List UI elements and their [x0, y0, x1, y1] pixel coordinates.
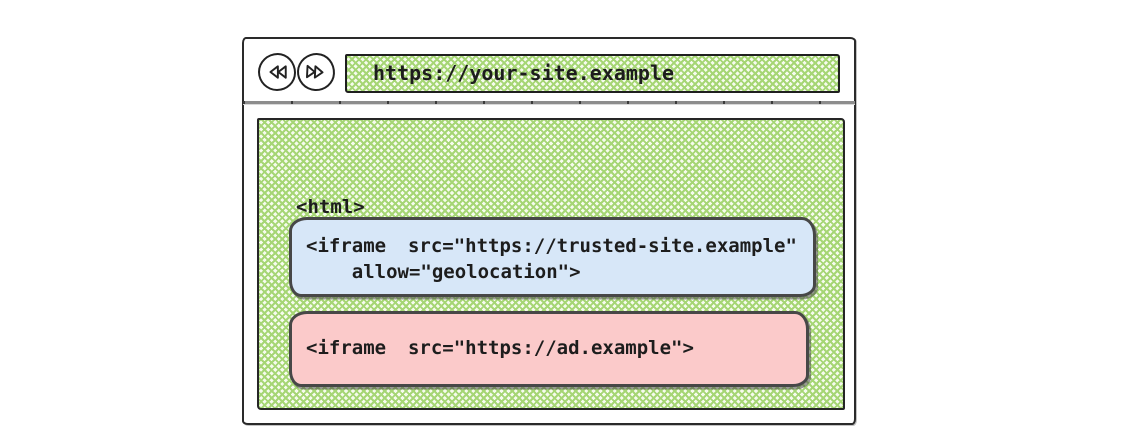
double-chevron-right-icon	[301, 57, 330, 86]
code-line-html-open: <html>	[296, 196, 365, 218]
ad-iframe-line1: <iframe src="https://ad.example">	[306, 337, 694, 359]
forward-button[interactable]	[296, 52, 336, 92]
trusted-iframe-line2: allow="geolocation">	[306, 261, 581, 283]
toolbar-divider	[243, 101, 855, 105]
double-chevron-left-icon	[263, 58, 291, 86]
url-input[interactable]: https://your-site.example	[345, 54, 840, 93]
browser-toolbar: https://your-site.example	[243, 39, 855, 105]
trusted-iframe-snippet: <iframe src="https://trusted-site.exampl…	[289, 217, 816, 297]
trusted-iframe-line1: <iframe src="https://trusted-site.exampl…	[306, 235, 797, 257]
page-viewport: <html> // your-site.example code <iframe…	[257, 118, 845, 410]
browser-window: https://your-site.example <html> // your…	[242, 37, 856, 425]
back-button[interactable]	[258, 53, 296, 91]
ad-iframe-snippet: <iframe src="https://ad.example">	[289, 311, 809, 387]
